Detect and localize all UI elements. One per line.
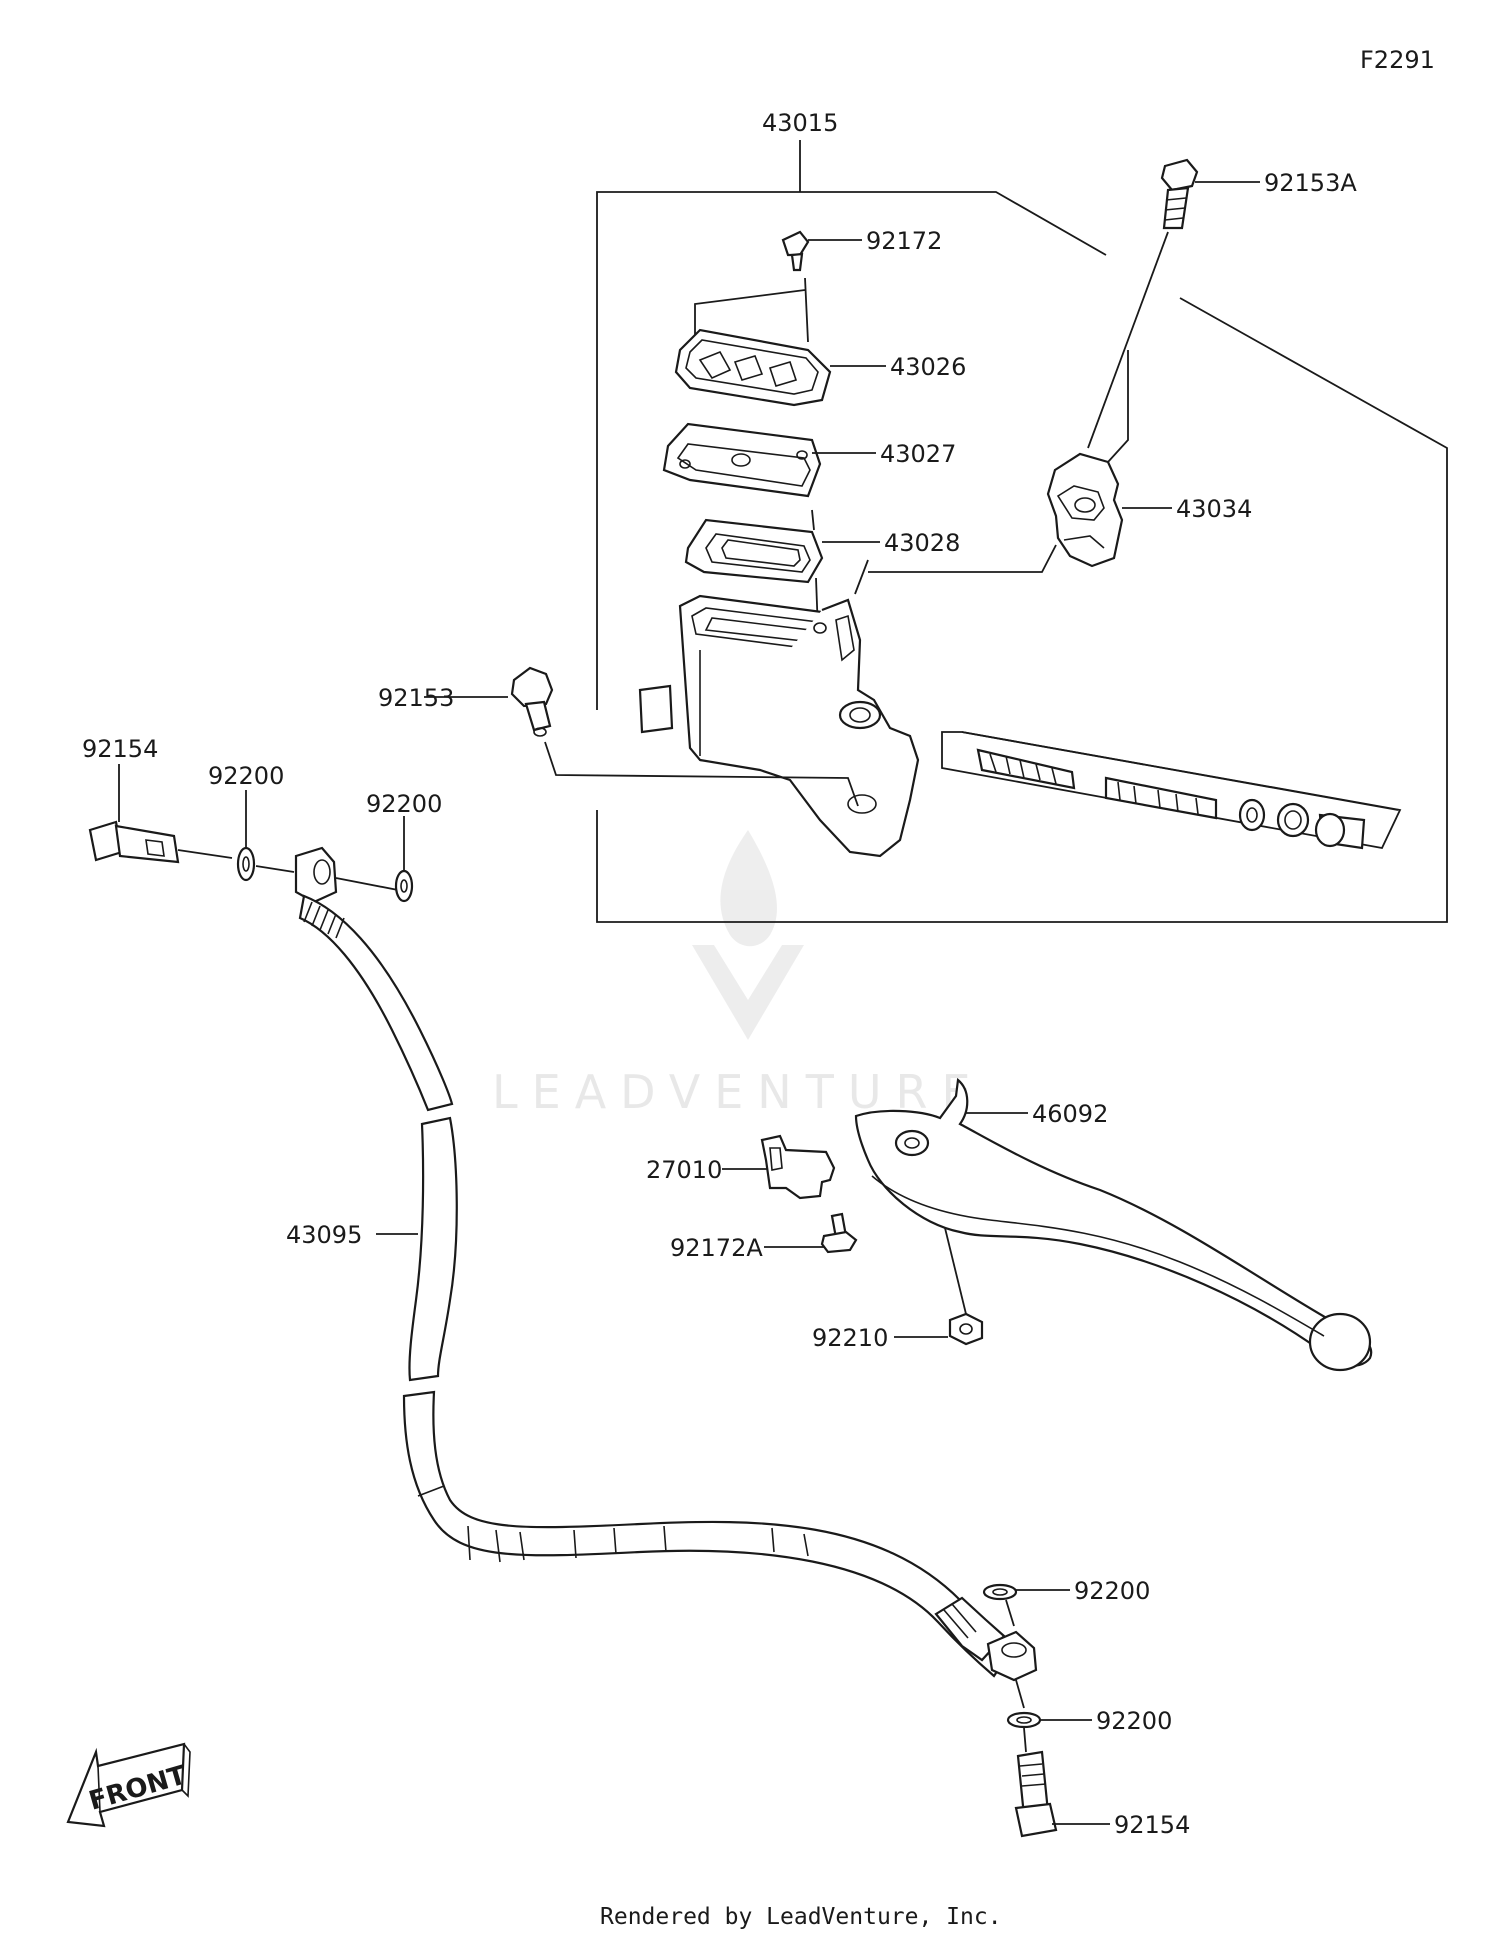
- callout-92153: 92153: [378, 684, 454, 712]
- callout-46092: 46092: [1032, 1100, 1108, 1128]
- callout-92172: 92172: [866, 227, 942, 255]
- callout-27010: 27010: [646, 1156, 722, 1184]
- callout-92200-a: 92200: [208, 762, 284, 790]
- diagram-code: F2291: [1360, 46, 1435, 74]
- watermark-v-icon: [692, 945, 804, 1040]
- callout-92154-top: 92154: [82, 735, 158, 763]
- callout-92200-d: 92200: [1096, 1707, 1172, 1735]
- callout-43028: 43028: [884, 529, 960, 557]
- part-hose-banjo-fitting-bottom[interactable]: [986, 1599, 1038, 1709]
- part-43034-clamp[interactable]: 43034: [1046, 452, 1252, 568]
- watermark: LEADVENTURE: [492, 830, 971, 1119]
- part-46092-clutch-lever[interactable]: 46092: [854, 1077, 1373, 1372]
- part-92172-screw[interactable]: 92172: [781, 227, 942, 272]
- part-92200-washer-c[interactable]: 92200: [982, 1577, 1150, 1605]
- part-92172A-screw[interactable]: 92172A: [670, 1212, 858, 1262]
- front-arrow-icon: [66, 1742, 186, 1828]
- part-92153-bolt[interactable]: 92153: [378, 666, 859, 807]
- part-92154-banjo-bolt-bottom[interactable]: 92154: [1014, 1750, 1190, 1839]
- part-piston-kit[interactable]: [941, 731, 1402, 850]
- front-arrow: FRONT: [66, 1742, 191, 1828]
- part-92153A-bolt[interactable]: 92153A: [1087, 158, 1357, 463]
- callout-92154-bottom: 92154: [1114, 1811, 1190, 1839]
- part-92200-washer-d[interactable]: 92200: [1006, 1707, 1172, 1753]
- callout-43095: 43095: [286, 1221, 362, 1249]
- part-master-cylinder-body[interactable]: [638, 544, 1057, 858]
- callout-92200-b: 92200: [366, 790, 442, 818]
- watermark-flame-icon: [720, 830, 777, 947]
- callout-43034: 43034: [1176, 495, 1252, 523]
- part-92210-nut[interactable]: 92210: [812, 1227, 984, 1352]
- part-27010-clutch-switch[interactable]: 27010: [646, 1134, 836, 1200]
- callout-92200-c: 92200: [1074, 1577, 1150, 1605]
- callout-92172A: 92172A: [670, 1234, 763, 1262]
- part-43095-clutch-hose[interactable]: 43095: [286, 894, 1012, 1678]
- callout-43015: 43015: [762, 109, 838, 137]
- callout-92210: 92210: [812, 1324, 888, 1352]
- part-43027-plate[interactable]: 43027: [662, 422, 956, 531]
- footer-credit: Rendered by LeadVenture, Inc.: [600, 1904, 1002, 1930]
- part-92154-banjo-bolt-top[interactable]: 92154: [82, 735, 233, 864]
- callout-43026: 43026: [890, 353, 966, 381]
- callout-92153A: 92153A: [1264, 169, 1357, 197]
- assembly-box-43015: 43015: [596, 109, 1448, 923]
- part-92200-washer-b[interactable]: 92200: [366, 790, 442, 903]
- part-43028-diaphragm[interactable]: 43028: [684, 518, 960, 633]
- part-hose-banjo-fitting-top[interactable]: [294, 846, 399, 904]
- callout-43027: 43027: [880, 440, 956, 468]
- part-92200-washer-a[interactable]: 92200: [208, 762, 295, 882]
- part-43026-reservoir-cap[interactable]: 43026: [674, 277, 966, 407]
